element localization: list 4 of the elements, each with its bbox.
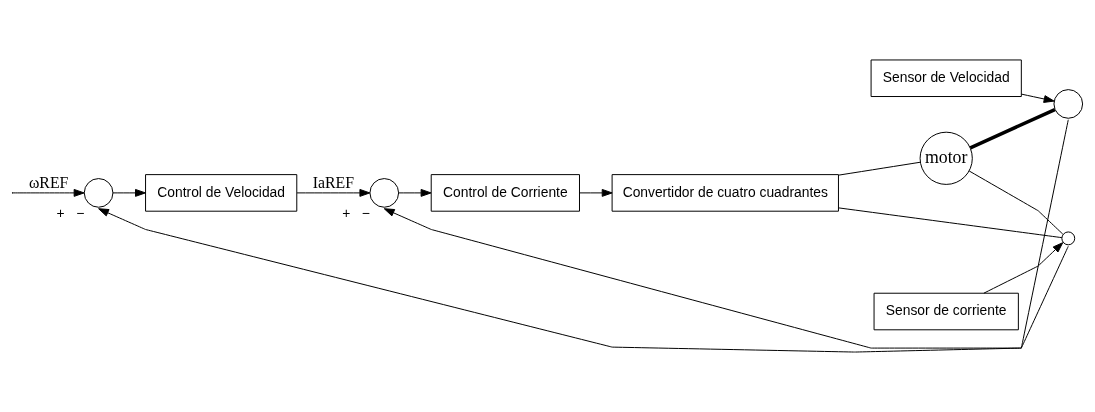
node-label: + − — [56, 205, 85, 222]
edge-label: ωREF — [28, 173, 69, 191]
edge-label: IaREF — [312, 173, 354, 191]
node-label: + − — [342, 205, 370, 222]
